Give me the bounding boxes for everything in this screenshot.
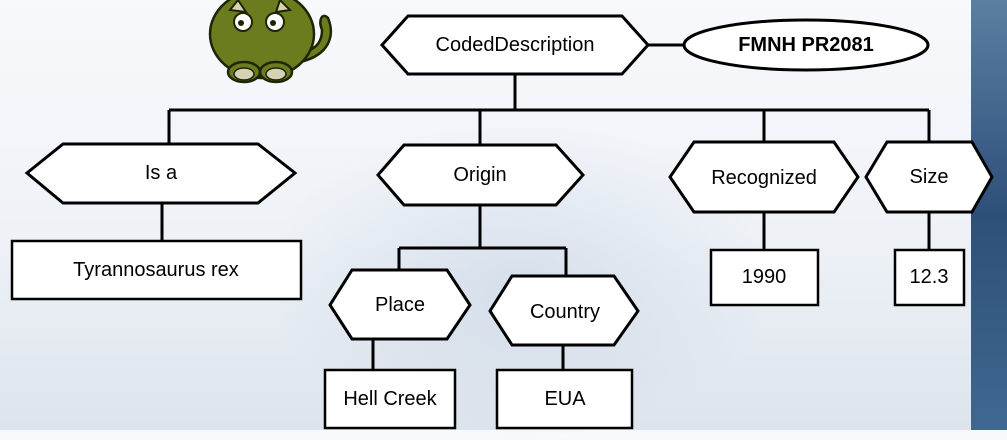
node-label-size: Size [910, 166, 949, 188]
node-coded-description: CodedDescription [379, 14, 651, 76]
value-text-is-a: Tyrannosaurus rex [73, 259, 239, 281]
node-label-coded-description: CodedDescription [436, 34, 595, 56]
node-label-country: Country [530, 301, 600, 323]
value-text-place: Hell Creek [343, 388, 437, 410]
node-size: Size [864, 140, 994, 214]
value-country: EUA [495, 368, 634, 430]
node-recognized: Recognized [668, 140, 860, 214]
background-band [971, 0, 1007, 430]
value-text-recognized: 1990 [742, 266, 787, 288]
node-label-is-a: Is a [145, 162, 178, 184]
node-label-origin: Origin [453, 164, 506, 186]
node-is-a: Is a [24, 142, 298, 205]
value-size: 12.3 [893, 248, 966, 307]
node-place: Place [328, 268, 472, 341]
node-country: Country [488, 274, 640, 347]
dinosaur-mascot-icon [208, 0, 332, 84]
diagram-edges [160, 43, 931, 370]
node-origin: Origin [376, 143, 586, 207]
value-place: Hell Creek [323, 368, 457, 430]
tree-diagram: CodedDescription FMNH PR2081 Is a Tyrann… [10, 0, 994, 430]
value-text-country: EUA [544, 388, 586, 410]
node-identifier: FMNH PR2081 [682, 18, 930, 72]
node-label-place: Place [375, 294, 425, 316]
value-recognized: 1990 [709, 248, 820, 307]
node-label-recognized: Recognized [711, 167, 817, 189]
value-text-size: 12.3 [910, 266, 949, 288]
identifier-label: FMNH PR2081 [738, 34, 874, 56]
value-is-a: Tyrannosaurus rex [10, 239, 303, 301]
